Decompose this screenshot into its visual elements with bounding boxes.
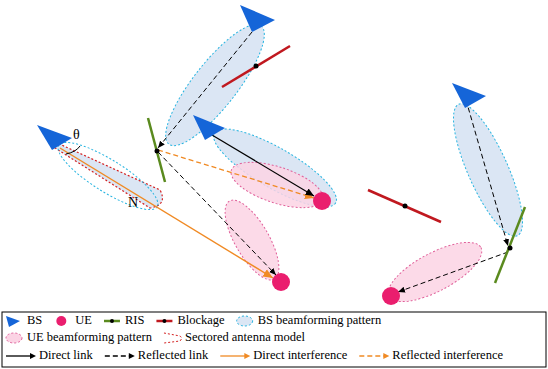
legend-text: BS [27,314,42,327]
legend-text: UE [75,314,92,327]
legend-text: Direct interference [253,349,347,362]
legend-sample [56,316,66,326]
diagram-label: θ [73,128,80,142]
legend-sample [237,316,253,326]
diagram-label: N [128,196,138,210]
legend-dot [110,319,114,323]
legend-text: BS beamforming pattern [258,314,382,327]
legend-frame [2,312,546,367]
legend-text: RIS [125,314,144,327]
legend-sample [6,355,31,356]
legend-sample [104,320,120,323]
legend-arrowhead [30,353,36,359]
legend-arrowhead [244,353,250,359]
legend-sample [6,333,22,343]
legend-arrowhead [383,353,389,359]
legend-text: Reflected link [138,349,208,362]
legend-text: Sectored antenna model [185,331,305,344]
legend-sample [6,316,20,327]
legend-sample [359,355,384,356]
legend-sample [164,333,182,343]
legend-sample [105,355,130,356]
legend-arrowhead [129,353,135,359]
legend-text: UE beamforming pattern [27,331,152,344]
legend-text: Blockage [177,314,224,327]
legend-sample [220,355,245,356]
legend-text: Reflected interference [392,349,503,362]
legend-dot [162,319,166,323]
legend-text: Direct link [39,349,93,362]
legend-sample [156,320,172,323]
